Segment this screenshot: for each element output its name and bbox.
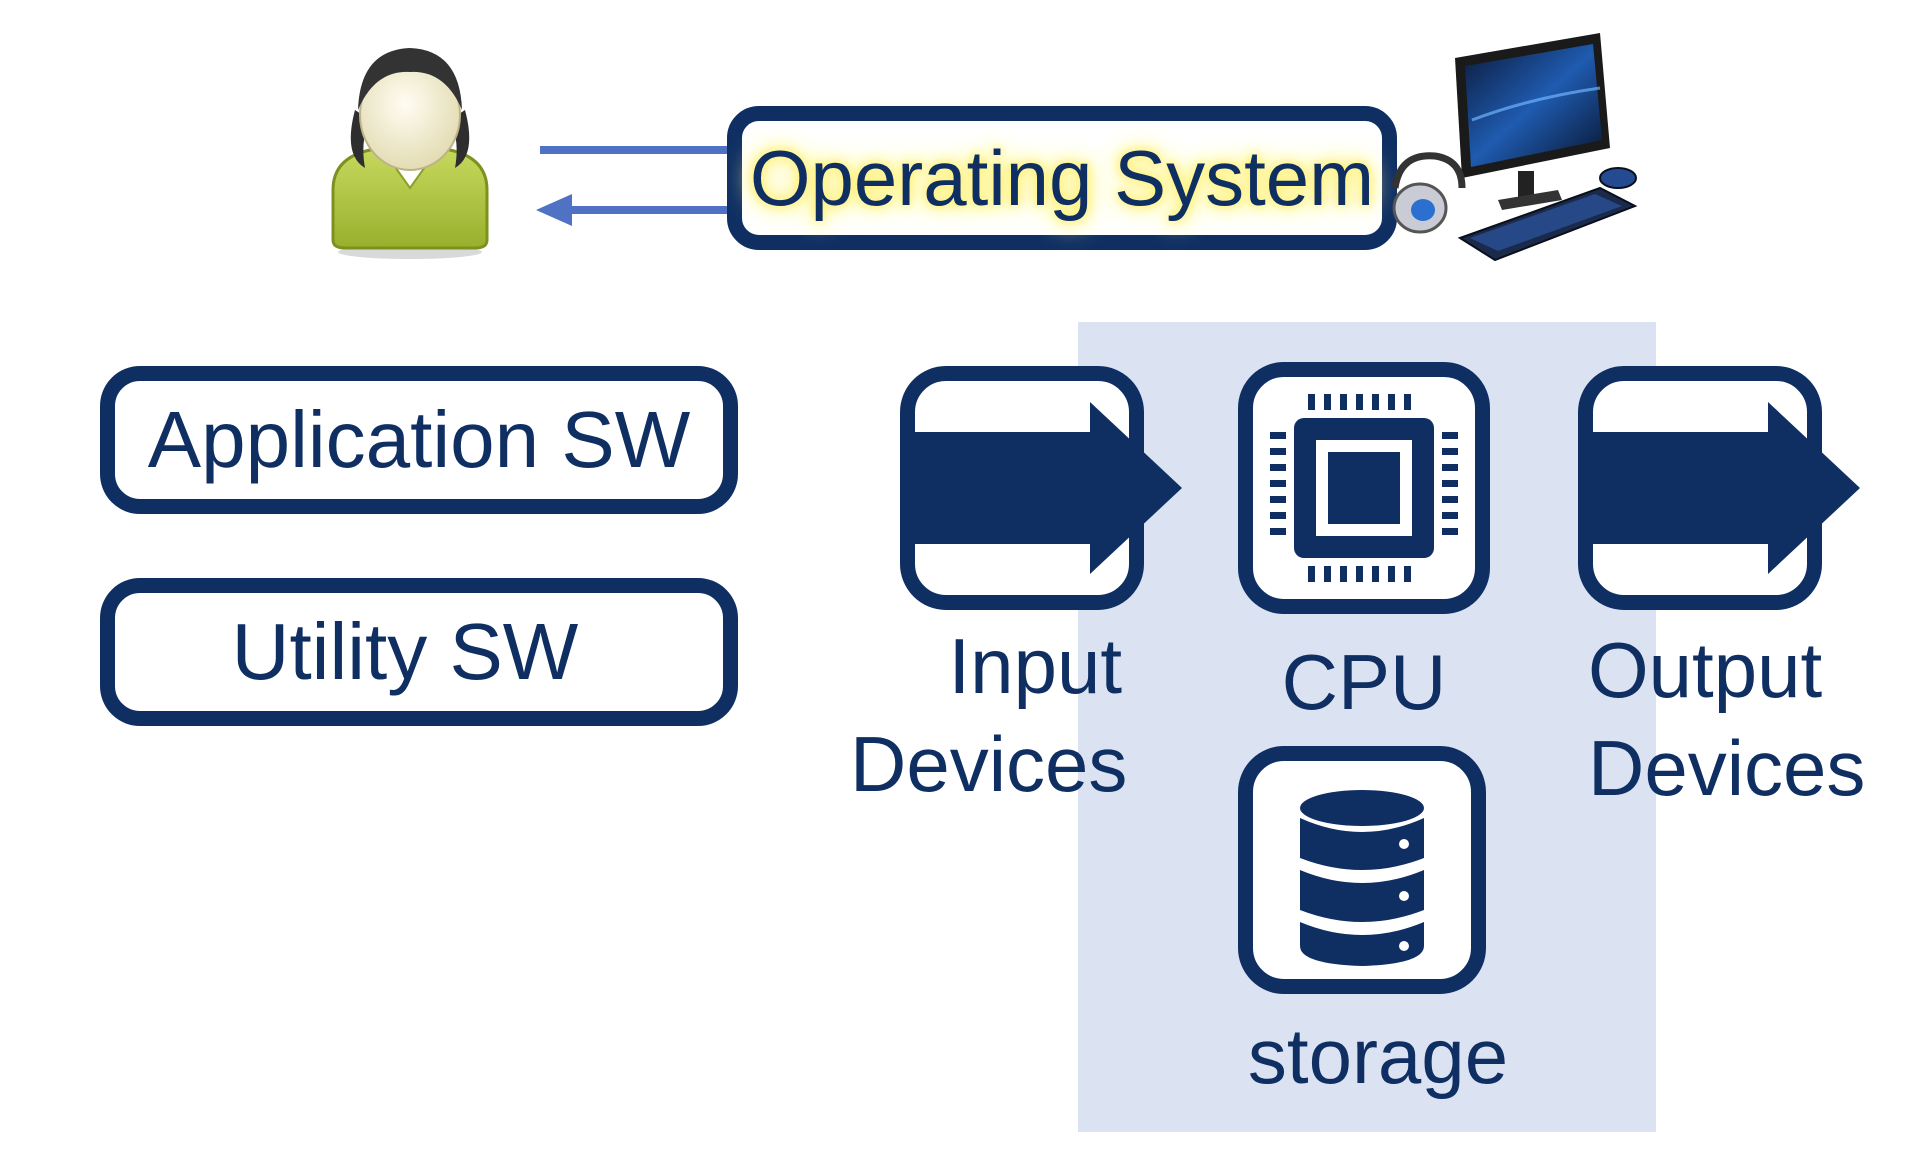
application-sw-label: Application SW [147,395,691,484]
input-devices-label: Input Devices [850,618,1128,813]
output-label-line1: Output [1588,626,1823,714]
operating-system-box: Operating System [727,106,1397,250]
user-os-arrows [536,140,736,230]
cpu-chip-icon [1238,362,1490,614]
output-label-line2: Devices [1588,723,1866,812]
output-devices-label: Output Devices [1588,622,1888,817]
arrow-to-user-shaft [566,206,736,214]
application-sw-box: Application SW [100,366,738,514]
output-device-icon [1578,366,1868,610]
utility-sw-label: Utility SW [231,607,579,696]
arrow-to-os [540,146,736,154]
user-icon [325,40,495,260]
arrow-to-user-head [536,194,572,226]
computer-icon [1390,28,1650,278]
storage-label: storage [1247,1012,1509,1100]
input-label-line2: Devices [850,719,1128,808]
cpu-label: CPU [1281,638,1447,726]
database-icon [1238,746,1486,994]
operating-system-label: Operating System [749,134,1375,222]
input-label-line1: Input [948,622,1122,710]
utility-sw-box: Utility SW [100,578,738,726]
input-device-icon [900,366,1190,610]
